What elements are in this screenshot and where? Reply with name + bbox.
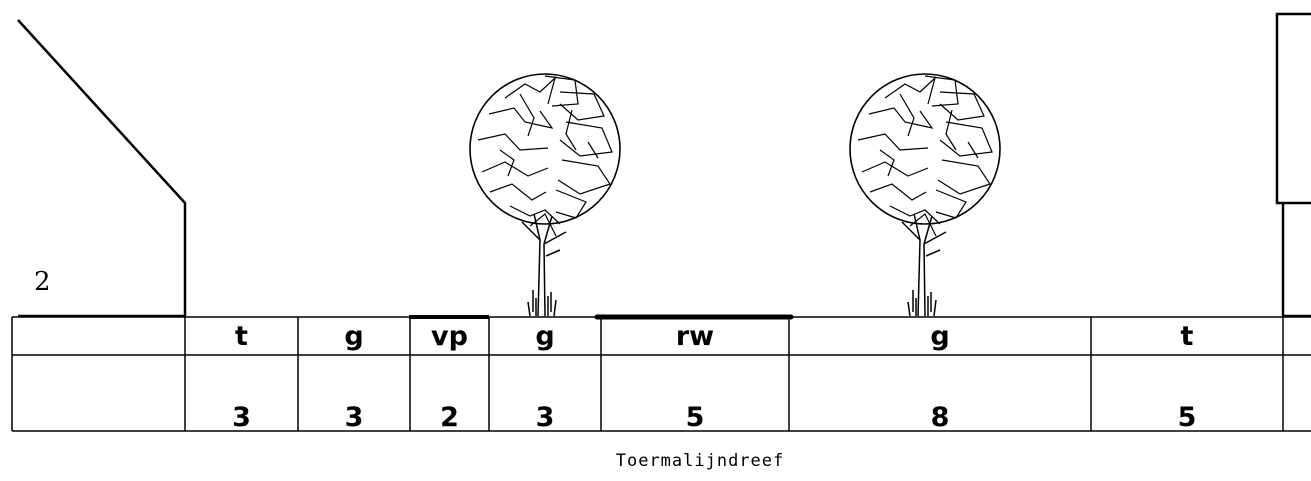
segment-code: t [1181, 321, 1194, 352]
segment-code: t [235, 321, 248, 352]
segment-code: g [535, 321, 554, 352]
left-house-outline [17, 19, 187, 318]
right-building-base [1281, 203, 1311, 318]
segment-width: 3 [536, 402, 555, 433]
segment-width: 3 [232, 402, 251, 433]
segment-width: 5 [686, 402, 705, 433]
street-name: Toermalijndreef [616, 451, 785, 471]
segment-width: 5 [1178, 402, 1197, 433]
segment-code: rw [676, 321, 714, 352]
profile-table [11, 316, 1311, 432]
lot-number: 2 [34, 267, 51, 297]
right-building-outline [1275, 12, 1311, 205]
segment-code: g [930, 321, 949, 352]
segment-code: g [344, 321, 363, 352]
tree-left [469, 73, 621, 317]
segment-code: vp [431, 321, 468, 352]
tree-right [849, 73, 1001, 317]
segment-width: 8 [931, 402, 950, 433]
segment-width: 2 [440, 402, 459, 433]
segment-width: 3 [345, 402, 364, 433]
